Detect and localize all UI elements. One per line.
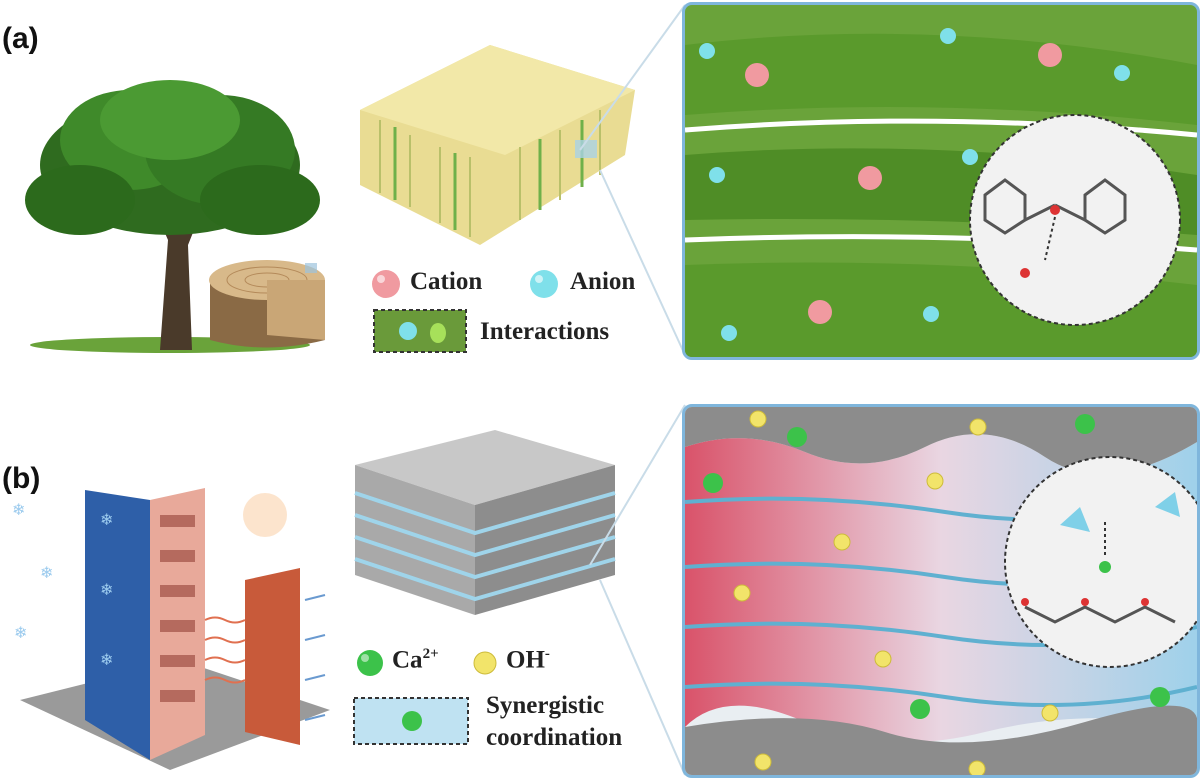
anion-legend-icon (530, 270, 558, 298)
svg-text:❄: ❄ (12, 502, 25, 519)
cellulose-channel-panel (682, 2, 1200, 360)
ca-text: Ca (392, 646, 423, 674)
zoom-lines-b (589, 404, 686, 776)
building-illustration: ❄ ❄ ❄ ❄ ❄ ❄ (12, 488, 330, 770)
zoom-lines-a (579, 4, 686, 356)
panel-a-label: (a) (2, 22, 39, 55)
synergistic-legend-label-2: coordination (486, 724, 623, 751)
wood-block-channels (360, 45, 635, 245)
hydrogel-channel (685, 407, 1197, 775)
ca-ions (703, 414, 1170, 719)
anions (699, 28, 1130, 341)
cations (745, 43, 1062, 324)
svg-text:❄: ❄ (14, 625, 27, 642)
panel-b-label: (b) (2, 462, 41, 495)
svg-text:❄: ❄ (100, 582, 113, 599)
layered-stack (354, 430, 616, 615)
synergistic-legend-icon (353, 697, 469, 745)
svg-text:❄: ❄ (100, 512, 113, 529)
interactions-legend-label: Interactions (480, 318, 610, 345)
hydrogel-channel-panel (682, 404, 1200, 778)
interactions-legend-icon (373, 309, 467, 353)
cation-legend-label: Cation (410, 268, 483, 295)
cation-legend-icon (372, 270, 400, 298)
ca-charge: 2+ (422, 646, 439, 662)
svg-text:❄: ❄ (100, 652, 113, 669)
svg-text:❄: ❄ (40, 565, 53, 582)
synergistic-legend-label-1: Synergistic (486, 692, 605, 719)
cellulose-fibers (685, 28, 1197, 357)
tree-illustration (25, 80, 320, 353)
ca-legend-icon (357, 650, 383, 676)
ca-legend-label: Ca2+ (392, 646, 439, 674)
oh-legend-label: OH- (506, 646, 550, 674)
oh-charge: - (544, 646, 550, 662)
anion-legend-label: Anion (570, 268, 636, 295)
oh-legend-icon (473, 651, 497, 675)
wood-log-cutaway (209, 260, 325, 348)
oh-text: OH (506, 646, 545, 674)
